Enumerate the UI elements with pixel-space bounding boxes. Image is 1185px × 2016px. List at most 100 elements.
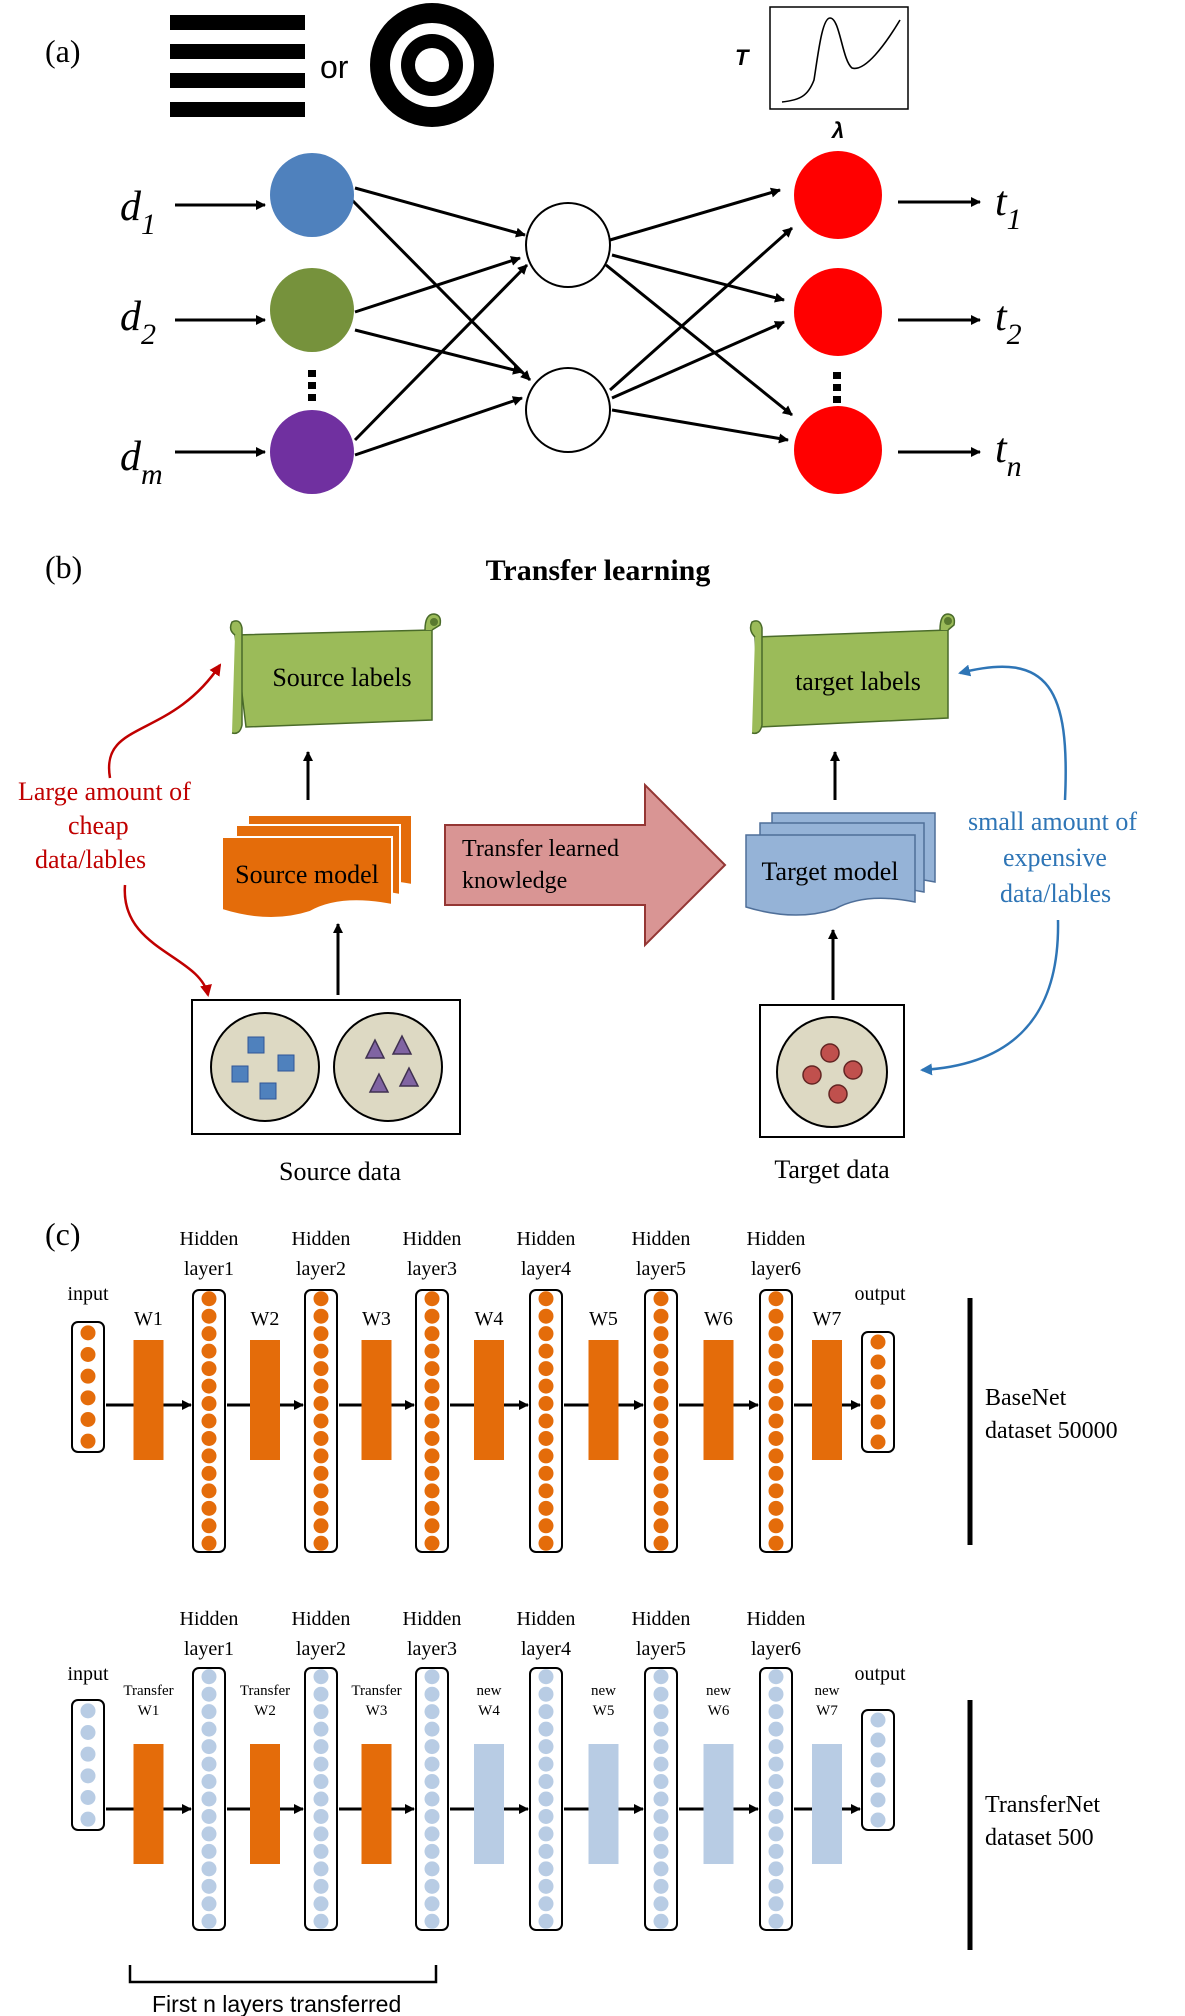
weight-block [474,1340,504,1460]
neuron [653,1843,669,1859]
hidden-layer-title: Hidden [180,1608,239,1630]
weight-block [588,1744,619,1864]
weight-block [812,1744,842,1864]
weight-label-top: Transfer [123,1683,173,1699]
neuron [768,1308,784,1324]
weight-block [361,1744,392,1864]
transfer-arrow-line2: knowledge [462,868,567,894]
neuron [653,1896,669,1912]
neuron [424,1430,440,1446]
neuron [653,1878,669,1894]
neuron [424,1291,440,1307]
weight-block [474,1744,504,1864]
neuron [768,1326,784,1342]
or-text: or [320,49,349,85]
neuron [870,1414,886,1430]
hidden-layer-title: Hidden [517,1228,576,1250]
source-data-caption: Source data [279,1157,401,1186]
spectrum-plot: T λ [735,6,909,143]
left-note-line3: data/lables [35,845,146,874]
neuron [201,1291,217,1307]
neuron [313,1791,329,1807]
neuron [313,1913,329,1929]
target-model-stack: Target model [745,812,936,916]
neuron [424,1774,440,1790]
neuron [768,1896,784,1912]
neuron [424,1808,440,1824]
neuron [80,1703,96,1719]
neuron [313,1721,329,1737]
hidden-layer-6 [759,1289,793,1553]
neuron [870,1374,886,1390]
hidden-layer-title: Hidden [292,1228,351,1250]
neuron [201,1343,217,1359]
weight-block [250,1744,280,1864]
neuron [538,1483,554,1499]
neuron [538,1291,554,1307]
neuron [313,1843,329,1859]
basenet-caption-line2: dataset 50000 [985,1418,1118,1444]
neuron [538,1826,554,1842]
neuron [201,1739,217,1755]
neuron [653,1326,669,1342]
neuron [653,1465,669,1481]
neuron [424,1739,440,1755]
weight-block [588,1340,619,1460]
source-labels-scroll: Source labels [229,613,442,735]
neuron [768,1448,784,1464]
weight-block [361,1340,392,1460]
weight-label: W3 [362,1308,391,1330]
neuron [653,1430,669,1446]
source-model-text: Source model [235,860,379,889]
neuron [538,1396,554,1412]
panel-b-title: Transfer learning [486,554,711,587]
neuron [768,1843,784,1859]
neuron [201,1756,217,1772]
neuron [313,1343,329,1359]
triangle-sample-icon [364,1034,420,1093]
hidden-layer-title: Hidden [403,1608,462,1630]
neuron [768,1721,784,1737]
neuron [424,1518,440,1534]
transferred-layers-bracket [128,1965,438,1984]
neuron [870,1792,886,1808]
input-node [270,268,354,352]
neuron [313,1669,329,1685]
neuron [201,1465,217,1481]
hidden-layer-title: Hidden [632,1228,691,1250]
neuron [201,1704,217,1720]
hidden-layer-6 [759,1667,793,1931]
concentric-rings-icon [370,3,494,127]
right-note-line1: small amount of [968,807,1137,836]
hidden-layer-subtitle: layer2 [296,1638,346,1660]
neuron [80,1746,96,1762]
neuron [768,1774,784,1790]
output-layer [861,1709,895,1831]
right-note-line3: data/lables [1000,879,1111,908]
neuron [424,1826,440,1842]
neuron [424,1483,440,1499]
target-model-text: Target model [761,857,898,886]
neuron [653,1413,669,1429]
plot-y-label: T [735,45,750,70]
neuron [424,1791,440,1807]
neuron [538,1704,554,1720]
neuron [201,1535,217,1551]
hidden-node [525,367,611,453]
weight-block [812,1340,842,1460]
weight-label-bottom: W6 [708,1703,730,1719]
panel-c-label: (c) [45,1216,81,1252]
neuron [870,1812,886,1828]
output-node [794,406,882,494]
neuron [538,1739,554,1755]
neuron [538,1878,554,1894]
neuron [768,1808,784,1824]
input-hidden-connections [350,186,532,457]
weight-block [250,1340,280,1460]
neuron [538,1756,554,1772]
neuron [313,1500,329,1516]
neuron [201,1430,217,1446]
neuron [424,1413,440,1429]
neuron [201,1913,217,1929]
